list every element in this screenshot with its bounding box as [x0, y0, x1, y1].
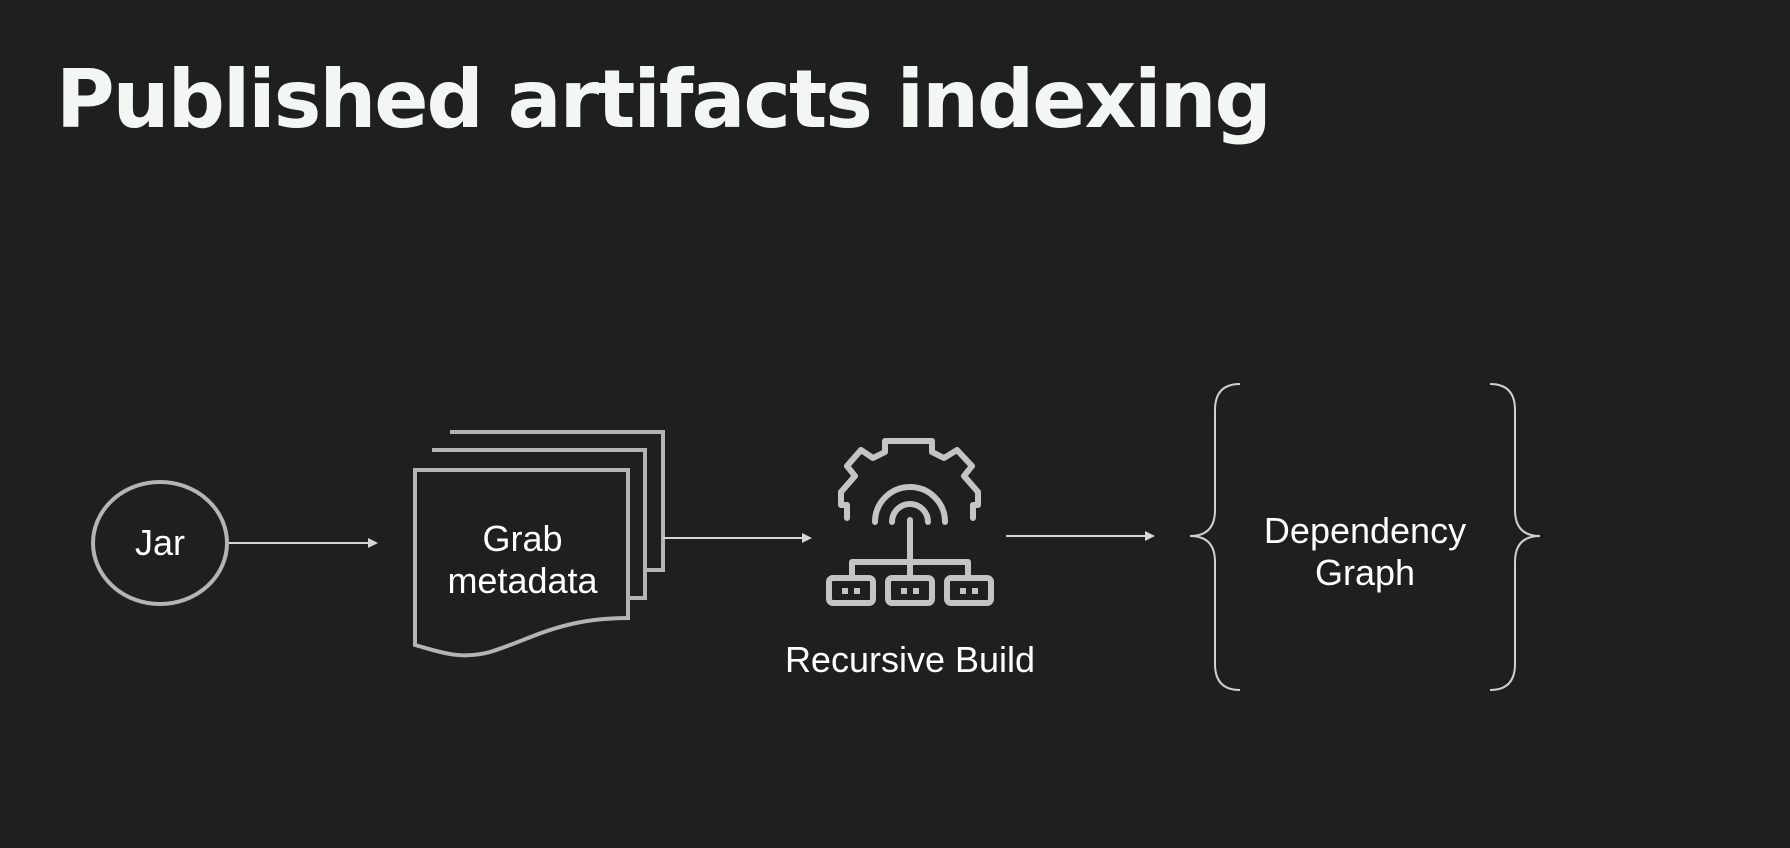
jar-node — [91, 480, 229, 606]
document-front-sheet — [413, 468, 630, 658]
page-title: Published artifacts indexing — [56, 53, 1272, 146]
grab-metadata-line1: Grab — [482, 518, 563, 559]
jar-label: Jar — [134, 522, 185, 563]
dependency-graph-line1: Dependency — [1263, 510, 1467, 551]
right-brace — [1489, 383, 1541, 691]
grab-metadata-node — [413, 430, 665, 658]
gear-network-icon-dots — [842, 588, 978, 594]
grab-metadata-label: Grab metadata — [420, 518, 625, 602]
grab-metadata-line2: metadata — [447, 560, 598, 601]
recursive-build-label: Recursive Build — [784, 639, 1036, 680]
left-brace — [1189, 383, 1241, 691]
dependency-graph-line2: Graph — [1314, 552, 1416, 593]
dependency-graph-label: Dependency Graph — [1240, 510, 1490, 594]
gear-network-icon — [826, 438, 994, 606]
